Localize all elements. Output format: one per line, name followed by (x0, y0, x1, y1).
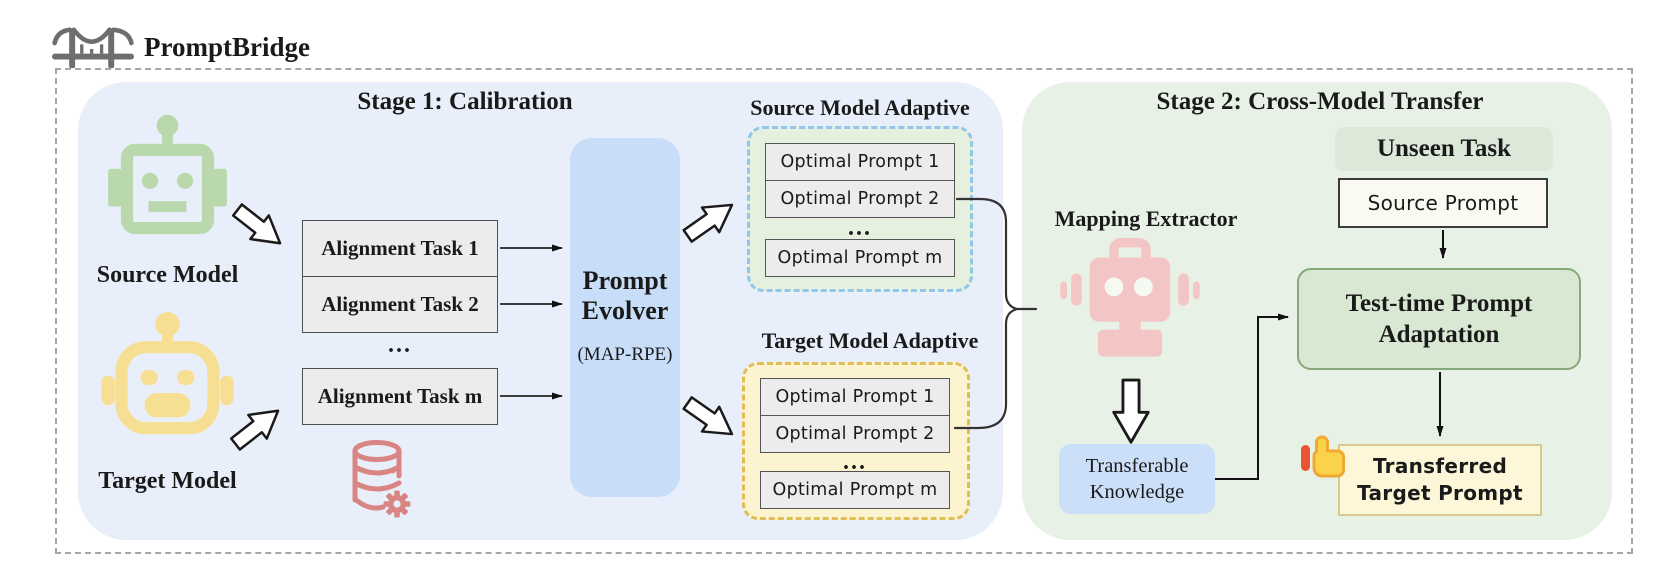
source-optimal-prompt-m: Optimal Prompt m (765, 239, 955, 277)
mapping-extractor-robot-icon (1060, 236, 1200, 375)
transferable-knowledge-box: Transferable Knowledge (1059, 444, 1215, 514)
stage2-title: Stage 2: Cross-Model Transfer (1156, 88, 1484, 115)
database-gear-icon (350, 440, 414, 529)
source-adaptive-box: Optimal Prompt 1 Optimal Prompt 2 ... Op… (747, 126, 973, 292)
target-adaptive-box: Optimal Prompt 1 Optimal Prompt 2 ... Op… (742, 362, 970, 520)
source-model-label: Source Model (96, 262, 239, 288)
prompt-evolver-method: (MAP-RPE) (577, 344, 673, 365)
bridge-icon (50, 16, 136, 79)
test-time-adaptation-box: Test-time Prompt Adaptation (1297, 268, 1581, 370)
source-optimal-prompt-2: Optimal Prompt 2 (765, 179, 955, 218)
target-model-robot-icon (100, 308, 235, 448)
target-optimal-prompt-2: Optimal Prompt 2 (760, 414, 950, 453)
source-prompt-box: Source Prompt (1338, 178, 1548, 228)
target-model-label: Target Model (98, 468, 237, 494)
stage1-title: Stage 1: Calibration (357, 88, 573, 115)
source-optimal-ellipsis: ... (848, 215, 872, 241)
prompt-evolver-title: Prompt Evolver (581, 266, 669, 325)
transferred-target-prompt-box: Transferred Target Prompt (1338, 444, 1542, 516)
target-optimal-prompt-m: Optimal Prompt m (760, 471, 950, 509)
mapping-extractor-label: Mapping Extractor (1054, 206, 1238, 231)
source-adaptive-title: Source Model Adaptive (750, 95, 970, 120)
source-optimal-prompt-1: Optimal Prompt 1 (765, 143, 955, 181)
alignment-tasks-ellipsis: ... (388, 332, 412, 358)
unseen-task-label: Unseen Task (1335, 127, 1553, 171)
diagram-title: PromptBridge (144, 32, 310, 62)
alignment-task-2-box: Alignment Task 2 (302, 275, 498, 333)
target-optimal-prompt-1: Optimal Prompt 1 (760, 378, 950, 416)
source-model-robot-icon (100, 112, 235, 252)
alignment-task-1-box: Alignment Task 1 (302, 220, 498, 277)
diagram-outer-border (55, 68, 1633, 554)
alignment-task-m-box: Alignment Task m (302, 368, 498, 425)
target-optimal-ellipsis: ... (843, 449, 867, 475)
logo: PromptBridge (50, 16, 310, 79)
target-adaptive-title: Target Model Adaptive (761, 328, 979, 353)
thumbs-up-icon (1296, 433, 1348, 486)
prompt-evolver-box: Prompt Evolver (MAP-RPE) (570, 138, 680, 497)
